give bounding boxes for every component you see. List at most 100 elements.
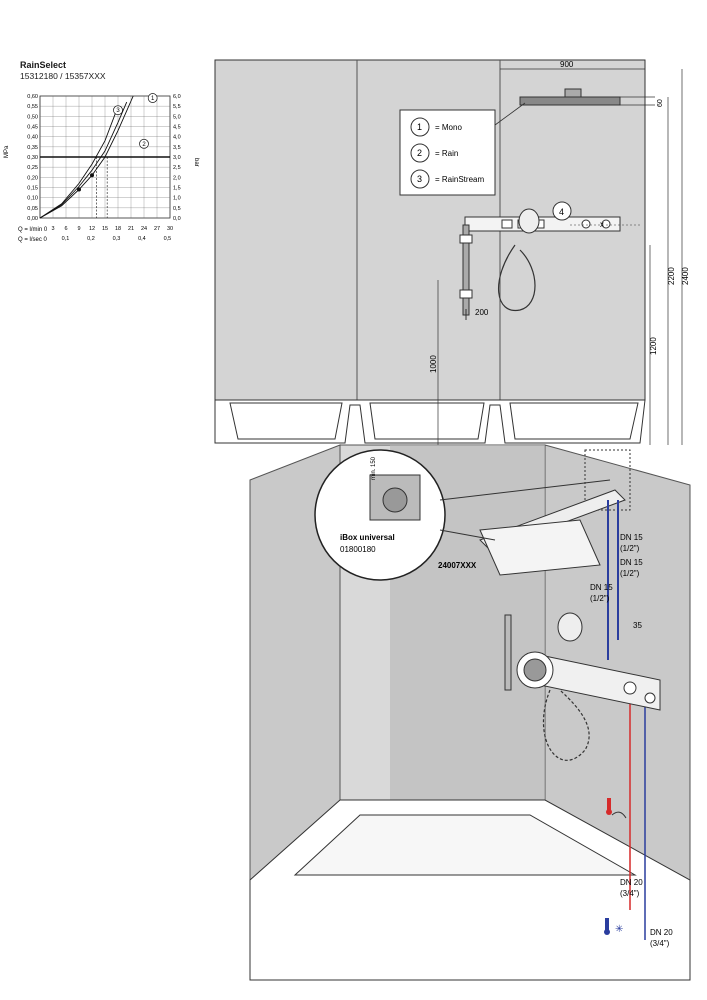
- x-tick-lmin: 21: [128, 226, 134, 232]
- chart-series: 123: [39, 93, 158, 219]
- dn15-label-b: DN 15: [620, 558, 643, 567]
- y-tick-bar: 4,0: [173, 135, 181, 141]
- x-tick-lsec: 0,1: [62, 236, 70, 242]
- hot-water-icon: [606, 798, 627, 819]
- x-tick-lmin: 12: [89, 226, 95, 232]
- curve-label-circle: [139, 138, 149, 149]
- x-tick-lmin: 30: [167, 226, 173, 232]
- curve-label-circle: [147, 93, 158, 103]
- y-tick-mpa: 0,35: [27, 145, 38, 151]
- dn15-size-a: (1/2"): [620, 544, 640, 553]
- y-tick-mpa: 0,55: [27, 104, 38, 110]
- overhead-shower-icon: [519, 96, 621, 106]
- y-tick-bar: 5,0: [173, 114, 181, 120]
- flow-pressure-chart: 0,600,550,500,450,400,350,300,250,200,15…: [4, 93, 199, 243]
- dn20-label-b: DN 20: [650, 928, 673, 937]
- svg-text:✳: ✳: [615, 924, 623, 935]
- y-tick-bar: 2,0: [173, 175, 181, 181]
- y-tick-mpa: 0,45: [27, 125, 38, 131]
- y-tick-bar: 5,5: [173, 104, 181, 110]
- dn20-size-b: (3/4"): [650, 939, 670, 948]
- y-tick-bar: 1,5: [173, 186, 181, 192]
- dim-35: 35: [633, 621, 642, 630]
- y-tick-bar: 1,0: [173, 196, 181, 202]
- dn15-label-c: DN 15: [590, 583, 613, 592]
- shower-hose: [497, 244, 536, 312]
- legend-number: 2: [417, 148, 422, 158]
- x-tick-lmin: 3: [51, 226, 54, 232]
- y-tick-bar: 3,0: [173, 155, 181, 161]
- chart-y-ticks-bar: 6,0 5,5 5,0 4,5 4,0 3,5 3,0 2,5 2,0 1,5 1,0 0,5 0,0: [173, 94, 181, 222]
- y-tick-mpa: 0,20: [27, 175, 38, 181]
- tub-basin: [369, 402, 485, 440]
- legend-number-circle: [410, 169, 430, 189]
- y-tick-mpa: 0,30: [27, 155, 38, 161]
- chart-y-ticks-mpa: 0,600,550,500,450,400,350,300,250,200,15…: [27, 94, 38, 222]
- y-axis-label-bar: bar: [193, 158, 199, 167]
- dim-2400: 2400: [681, 267, 690, 285]
- legend-label: = Rain: [435, 149, 458, 158]
- data-point: [90, 173, 94, 178]
- ibox-code: 01800180: [340, 545, 376, 554]
- y-tick-mpa: 0,10: [27, 196, 38, 202]
- legend-number: 3: [417, 174, 422, 184]
- dn15-size-b: (1/2"): [620, 569, 640, 578]
- callout-4-icon: [552, 201, 572, 221]
- y-tick-bar: 0,5: [173, 206, 181, 212]
- series-line-2: [39, 101, 128, 219]
- y-axis-label-mpa: MPa: [4, 145, 10, 158]
- tub-basin: [229, 402, 343, 440]
- y-tick-bar: 2,5: [173, 165, 181, 171]
- isometric-installation-view: iBox universal 01800180 min. 150 24007XX…: [249, 444, 691, 981]
- overhead-shower-icon: [479, 519, 601, 576]
- curve-label-1: 1: [151, 96, 155, 102]
- ibox-label: iBox universal: [340, 533, 395, 542]
- dim-1000: 1000: [429, 355, 438, 373]
- y-tick-mpa: 0,05: [27, 206, 38, 212]
- curve-label-3: 3: [116, 108, 120, 114]
- head-code: 24007XXX: [438, 561, 477, 570]
- shower-arm-icon: [564, 88, 582, 98]
- dn20-size-a: (3/4"): [620, 889, 640, 898]
- data-point: [77, 187, 81, 192]
- cold-water-icon: ✳: [604, 918, 623, 935]
- y-tick-mpa: 0,50: [27, 114, 38, 120]
- dim-1200: 1200: [649, 337, 658, 355]
- dn15-size-c: (1/2"): [590, 594, 610, 603]
- dn15-label-a: DN 15: [620, 533, 643, 542]
- legend-number-circle: [410, 143, 430, 163]
- legend-label: = RainStream: [435, 175, 484, 184]
- x-tick-lmin: 9: [77, 226, 80, 232]
- curve-label-circle: [113, 105, 123, 116]
- x-tick-lmin: 18: [115, 226, 121, 232]
- y-tick-mpa: 0,60: [27, 94, 38, 100]
- x-tick-lmin: 27: [154, 226, 160, 232]
- x-axis-label-lsec: Q = l/sec 0: [18, 237, 48, 243]
- page-title: RainSelect: [20, 60, 67, 70]
- dim-x: x: [600, 220, 604, 229]
- slide-rail: [504, 614, 512, 691]
- y-tick-mpa: 0,15: [27, 186, 38, 192]
- y-tick-bar: 4,5: [173, 125, 181, 131]
- hand-shower-icon: [518, 208, 540, 234]
- legend-number: 1: [417, 122, 422, 132]
- tub-basin: [509, 402, 639, 440]
- dim-60: 60: [657, 99, 664, 107]
- x-tick-lsec: 0,3: [113, 236, 121, 242]
- x-tick-lmin: 15: [102, 226, 108, 232]
- y-tick-mpa: 0,40: [27, 135, 38, 141]
- y-tick-bar: 0,0: [173, 216, 181, 222]
- dim-900: 900: [560, 60, 574, 69]
- callout-4: 4: [559, 207, 564, 217]
- dim-2200: 2200: [667, 267, 676, 285]
- min-150-label: min. 150: [371, 456, 377, 480]
- dim-200: 200: [475, 308, 489, 317]
- y-tick-bar: 3,5: [173, 145, 181, 151]
- y-tick-mpa: 0,00: [27, 216, 38, 222]
- y-tick-bar: 6,0: [173, 94, 181, 100]
- x-tick-lsec: 0,4: [138, 236, 146, 242]
- x-tick-lsec: 0,2: [87, 236, 95, 242]
- x-tick-lsec: 0,5: [164, 236, 172, 242]
